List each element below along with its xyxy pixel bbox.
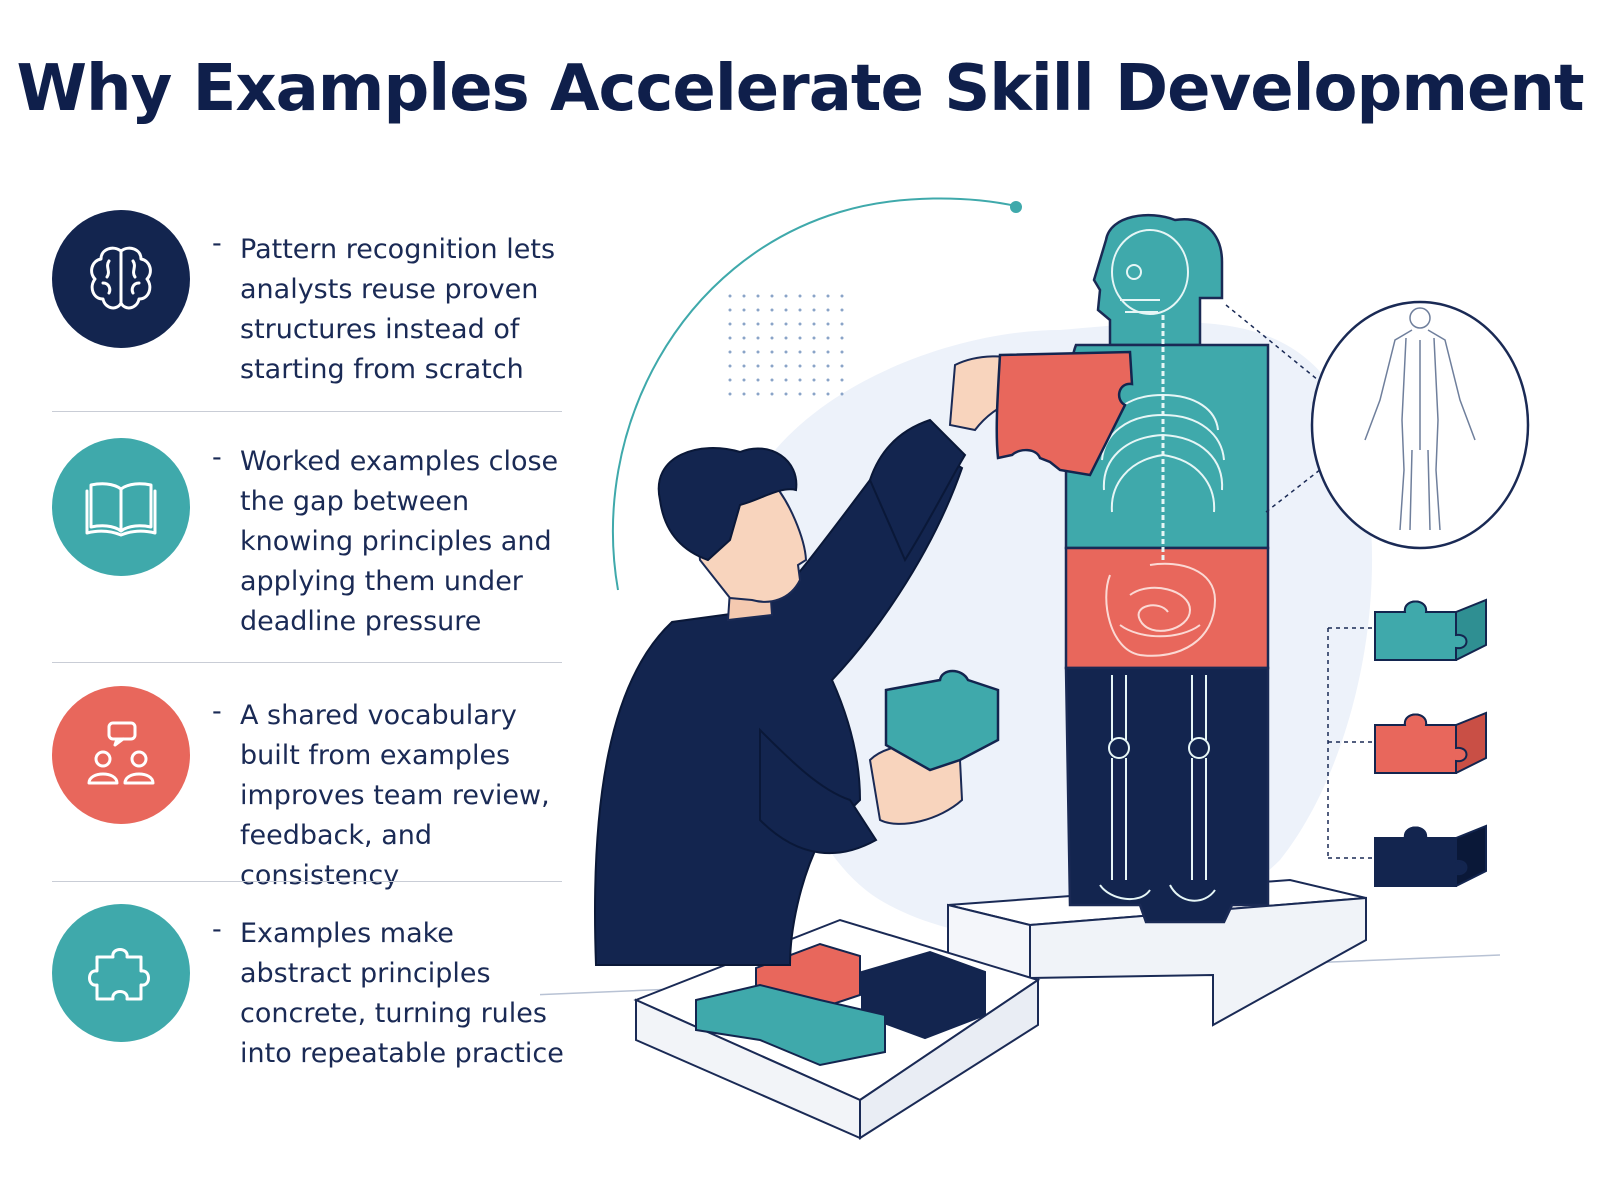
accent-arc <box>611 197 1017 591</box>
point-text: A shared vocabulary built from examples … <box>240 700 550 891</box>
point-text: Worked examples close the gap between kn… <box>240 446 559 637</box>
point-text: Pattern recognition lets analysts reuse … <box>240 234 556 385</box>
puzzle-piece-held-teal <box>884 669 1000 772</box>
book-badge <box>52 438 190 576</box>
connector-line <box>1225 304 1319 381</box>
person-figure <box>593 355 1034 966</box>
puzzle-piece-teal <box>1374 598 1487 661</box>
bullet-dash: - <box>212 228 222 259</box>
people-chat-icon <box>87 721 155 785</box>
puzzle-piece-icon <box>88 948 150 1001</box>
open-book-icon <box>85 482 157 537</box>
list-item-worked-examples: - Worked examples close the gap between … <box>52 438 562 638</box>
bullet-dash: - <box>212 442 222 473</box>
brain-badge <box>52 210 190 348</box>
point-text: Examples make abstract principles concre… <box>240 918 564 1069</box>
bullet-dash: - <box>212 914 222 945</box>
divider <box>52 411 562 412</box>
bullet-dash: - <box>212 696 222 727</box>
pieces-legend <box>1327 598 1487 887</box>
arc-dot <box>1010 201 1022 213</box>
list-item-pattern-recognition: - Pattern recognition lets analysts reus… <box>52 210 562 385</box>
list-item-shared-vocabulary: - A shared vocabulary built from example… <box>52 686 562 891</box>
puzzle-piece-coral <box>1374 711 1487 774</box>
divider <box>52 881 562 882</box>
anatomy-figure <box>1064 213 1270 924</box>
illustration <box>540 197 1530 1140</box>
page-title: Why Examples Accelerate Skill Developmen… <box>16 52 1584 126</box>
puzzle-piece-held-coral <box>995 350 1134 477</box>
puzzle-piece-navy <box>1374 824 1487 887</box>
list-item-abstract-to-concrete: - Examples make abstract principles conc… <box>52 904 564 1074</box>
puzzle-badge <box>52 904 190 1042</box>
brain-icon <box>90 246 152 310</box>
divider <box>52 662 562 663</box>
people-badge <box>52 686 190 824</box>
inset-body-diagram <box>1310 300 1530 550</box>
dot-grid <box>728 290 853 400</box>
